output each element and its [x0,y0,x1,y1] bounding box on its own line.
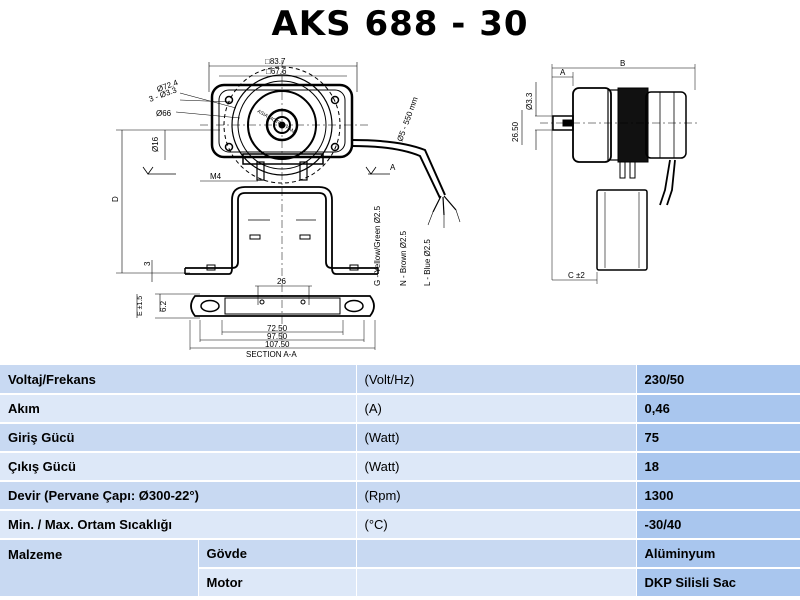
wire-live: L - Blue Ø2.5 [423,239,432,286]
dim-3: 3 [143,261,152,266]
mounting-bracket [185,192,378,269]
material-value: Alüminyum [636,539,800,569]
dim-section-10750: 107.50 [265,340,290,349]
spec-unit: (°C) [356,510,637,540]
spec-unit: (Volt/Hz) [356,365,637,395]
table-row: Voltaj/Frekans (Volt/Hz) 230/50 [0,365,800,395]
section-arrow-label: A [390,163,396,172]
dim-section-e: E ±1.5 [137,296,144,316]
table-row: Devir (Pervane Çapı: Ø300-22°) (Rpm) 130… [0,481,800,511]
side-flange [572,87,612,163]
table-row: Giriş Gücü (Watt) 75 [0,423,800,453]
table-row: Malzeme Gövde Alüminyum [0,539,800,598]
dim-side-b: B [620,59,625,68]
stator-winding [617,87,649,163]
spec-value: 1300 [636,481,800,511]
material-value: DKP Silisli Sac [636,568,800,598]
spec-unit: (Watt) [356,423,637,453]
technical-drawing: □83.7 □67.6 Ø72.4 3 - Ø3.3 Ø66 Ø16 D M4 … [0,50,800,362]
dim-section-62: 6.2 [159,300,168,312]
dim-side-a: A [560,68,566,77]
page-title: AKS 688 - 30 [271,4,529,44]
spec-value: 18 [636,452,800,482]
spec-label: Min. / Max. Ortam Sıcaklığı [0,510,357,540]
wire-ground: G - Yellow/Green Ø2.5 [373,205,382,286]
dim-section-26: 26 [277,277,286,286]
material-part: Gövde [198,539,357,569]
spec-table: Voltaj/Frekans (Volt/Hz) 230/50 Akım (A)… [0,365,800,598]
material-unit-empty [356,568,637,598]
spec-unit: (Watt) [356,452,637,482]
material-label: Malzeme [0,539,199,598]
spec-label: Devir (Pervane Çapı: Ø300-22°) [0,481,357,511]
section-plate [190,295,375,317]
table-row: Çıkış Gücü (Watt) 18 [0,452,800,482]
table-row: Min. / Max. Ortam Sıcaklığı (°C) -30/40 [0,510,800,540]
dim-section-7250: 72.50 [267,324,288,333]
dim-side-2650: 26.50 [511,121,520,142]
spec-unit: (A) [356,394,637,424]
dim-d: D [111,196,120,202]
spec-unit: (Rpm) [356,481,637,511]
spec-value: 0,46 [636,394,800,424]
spec-label: Çıkış Gücü [0,452,357,482]
dim-flange-outer: □83.7 [265,57,286,66]
dim-circle-66: Ø66 [156,109,172,118]
material-part: Motor [198,568,357,598]
spec-label: Voltaj/Frekans [0,365,357,395]
wire-neutral: N - Brown Ø2.5 [399,230,408,286]
dim-flange-inner: □67.6 [266,67,287,76]
spec-value: 230/50 [636,365,800,395]
dim-shaft-16: Ø16 [151,136,160,152]
table-row: Motor DKP Silisli Sac [0,568,800,598]
dim-m4: M4 [210,172,222,181]
technical-drawing-svg: □83.7 □67.6 Ø72.4 3 - Ø3.3 Ø66 Ø16 D M4 … [111,57,700,359]
dim-cable: Ø5 - 550 mm [395,95,420,142]
material-unit-empty [356,539,637,569]
section-label: SECTION A-A [246,350,297,359]
spec-value: -30/40 [636,510,800,540]
table-row: Akım (A) 0,46 [0,394,800,424]
spec-value: 75 [636,423,800,453]
dim-side-shaft: Ø3.3 [525,92,534,110]
side-bracket [596,189,648,271]
dim-section-9750: 97.50 [267,332,288,341]
dim-side-c: C ±2 [568,271,585,280]
spec-label: Giriş Gücü [0,423,357,453]
spec-label: Akım [0,394,357,424]
